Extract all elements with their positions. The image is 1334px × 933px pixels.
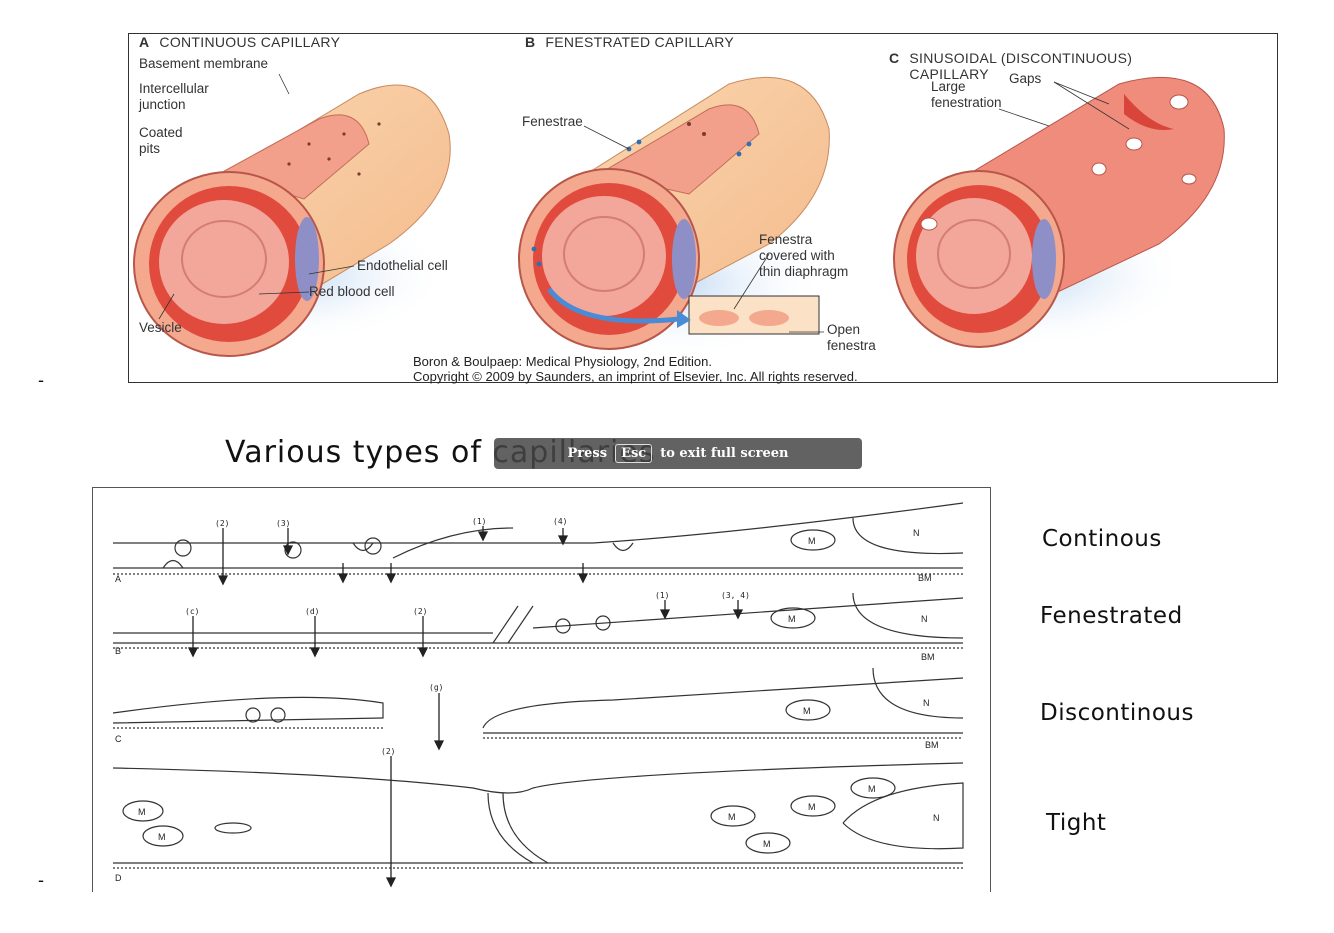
marker-a-2: (2) [215, 519, 229, 528]
em-row-labels: (2) (3) (1) (4) A N BM (c) (d) (2) (1) (… [115, 517, 940, 883]
esc-key-badge: Esc [615, 444, 653, 463]
label-intercellular-junction: Intercellular junction [139, 81, 209, 112]
label-continous: Continous [1042, 526, 1162, 552]
mito-label-c: M [803, 706, 811, 716]
mito-label-d4: M [763, 839, 771, 849]
marker-a-1: (1) [472, 517, 486, 526]
marker-a-4: (4) [553, 517, 567, 526]
mito-label-d1: M [138, 807, 146, 817]
row-d-n: N [933, 813, 940, 823]
label-endothelial-cell: Endothelial cell [357, 258, 448, 273]
label-vesicle: Vesicle [139, 320, 182, 335]
bullet-dash-1: - [38, 370, 44, 390]
em-drawings: (2) (3) (1) (4) A N BM (c) (d) (2) (1) (… [112, 502, 964, 888]
label-fenestrae: Fenestrae [522, 114, 583, 129]
figure-credit-line1: Boron & Boulpaep: Medical Physiology, 2n… [413, 354, 712, 369]
row-d-letter: D [115, 873, 122, 883]
label-gaps: Gaps [1009, 71, 1042, 86]
marker-b-d: (d) [305, 607, 319, 616]
em-capillary-diagram: (2) (3) (1) (4) A N BM (c) (d) (2) (1) (… [92, 487, 991, 892]
mito-label-d6: M [868, 784, 876, 794]
mito-label-a: M [808, 536, 816, 546]
row-b-bm: BM [921, 652, 935, 662]
label-large-fenestration: Large fenestration [931, 79, 1002, 110]
marker-b-34: (3, 4) [721, 591, 750, 600]
label-coated-pits: Coated pits [139, 125, 183, 156]
sinusoidal-capillary-drawing [869, 77, 1225, 349]
row-b-letter: B [115, 646, 121, 656]
mito-label-d5: M [808, 802, 816, 812]
marker-a-3: (3) [276, 519, 290, 528]
row-b-n: N [921, 614, 928, 624]
fenestrated-capillary-drawing [509, 76, 830, 359]
label-discontinous: Discontinous [1040, 700, 1194, 726]
row-c-n: N [923, 698, 930, 708]
continuous-capillary-drawing [129, 73, 451, 357]
mito-label-d3: M [728, 812, 736, 822]
label-open-fenestra: Open fenestra [827, 322, 876, 353]
label-fenestrated: Fenestrated [1040, 603, 1183, 629]
label-fenestra-covered: Fenestra covered with thin diaphragm [759, 232, 849, 279]
label-basement-membrane: Basement membrane [139, 56, 269, 71]
marker-b-1: (1) [655, 591, 669, 600]
row-a-n: N [913, 528, 920, 538]
row-c-bm: BM [925, 740, 939, 750]
fullscreen-exit-banner[interactable]: Press Esc to exit full screen [494, 438, 862, 469]
marker-c-g: (g) [429, 683, 443, 692]
marker-d-2: (2) [381, 747, 395, 756]
mito-label-d2: M [158, 832, 166, 842]
bullet-dash-2: - [38, 870, 44, 890]
banner-rest-text: to exit full screen [660, 446, 789, 461]
banner-press-text: Press [567, 446, 608, 461]
label-tight: Tight [1046, 810, 1107, 836]
mito-label-b: M [788, 614, 796, 624]
marker-b-c: (c) [185, 607, 199, 616]
figure-credit-line2: Copyright © 2009 by Saunders, an imprint… [413, 369, 858, 384]
row-a-bm: BM [918, 573, 932, 583]
label-red-blood-cell: Red blood cell [309, 284, 395, 299]
row-a-letter: A [115, 574, 121, 584]
capillary-drawings [129, 73, 1225, 359]
row-c-letter: C [115, 734, 122, 744]
marker-b-2: (2) [413, 607, 427, 616]
